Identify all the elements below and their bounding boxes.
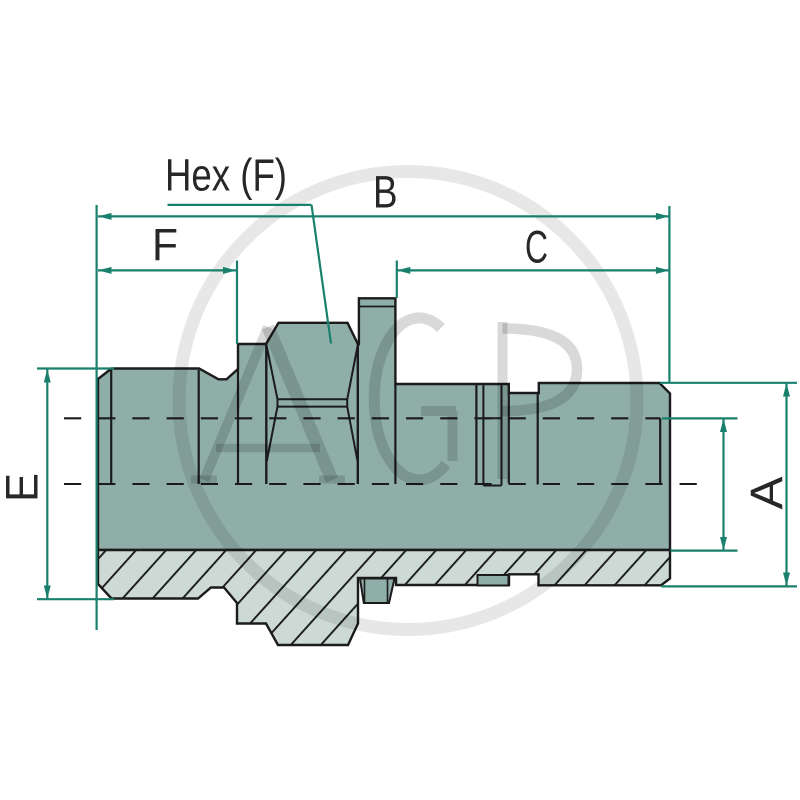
svg-text:B: B — [373, 166, 398, 217]
svg-text:E: E — [0, 473, 48, 502]
svg-text:A: A — [741, 477, 792, 510]
svg-text:C: C — [525, 222, 548, 273]
svg-text:F: F — [152, 219, 178, 270]
svg-text:Hex (F): Hex (F) — [165, 150, 287, 201]
